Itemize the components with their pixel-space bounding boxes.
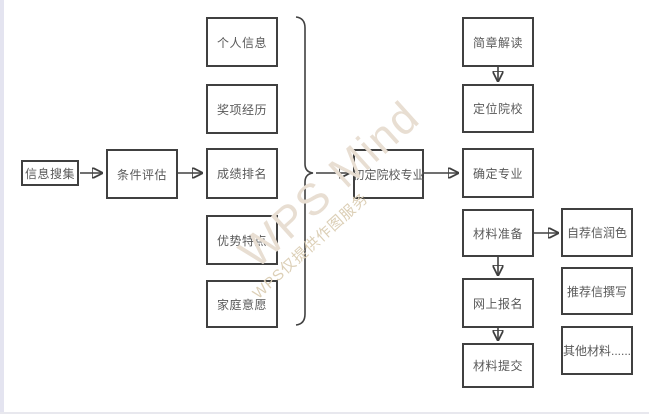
- node-personal-info[interactable]: 个人信息: [206, 17, 278, 67]
- node-online-registration[interactable]: 网上报名: [462, 278, 534, 328]
- node-strength-traits[interactable]: 优势特点: [206, 215, 278, 265]
- node-school-positioning[interactable]: 定位院校: [462, 84, 534, 133]
- node-major-confirmation[interactable]: 确定专业: [462, 148, 534, 198]
- group-brace: [295, 16, 314, 326]
- node-info-collect[interactable]: 信息搜集: [21, 160, 79, 186]
- node-material-preparation[interactable]: 材料准备: [462, 209, 534, 257]
- node-material-submission[interactable]: 材料提交: [462, 343, 534, 388]
- node-rec-writing[interactable]: 推荐信撰写: [561, 267, 633, 315]
- node-self-rec-polish[interactable]: 自荐信润色: [561, 208, 633, 257]
- node-other-materials[interactable]: 其他材料......: [561, 326, 633, 375]
- node-family-wishes[interactable]: 家庭意愿: [206, 280, 278, 328]
- node-initial-school-major[interactable]: 初定院校专业: [353, 149, 425, 199]
- node-award-experience[interactable]: 奖项经历: [206, 84, 278, 134]
- node-condition-eval[interactable]: 条件评估: [106, 149, 178, 199]
- left-edge-strip: [0, 0, 4, 412]
- node-brochure-reading[interactable]: 简章解读: [462, 17, 534, 67]
- node-grade-ranking[interactable]: 成绩排名: [206, 148, 278, 199]
